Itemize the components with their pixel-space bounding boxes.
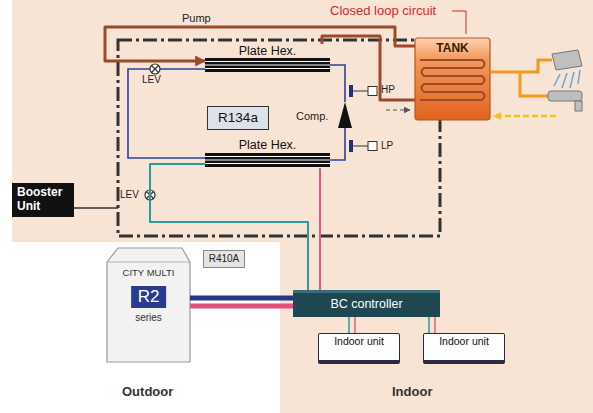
pipe-stroke [434, 317, 436, 333]
bc-controller: BC controller [293, 290, 440, 317]
node-text: Plate Hex. [239, 44, 297, 58]
pipe-stroke [348, 317, 350, 333]
outdoor-unit: CITY MULTI R2 series [107, 248, 190, 362]
pump-label: Pump [182, 12, 211, 25]
valve-label: LEV [120, 189, 139, 201]
flow-arrow [386, 109, 410, 110]
water-loop-pipe [322, 36, 415, 100]
zone-label: Indoor [392, 385, 432, 400]
sensor-label: LP [381, 140, 393, 152]
hot-water-pipe [490, 60, 552, 96]
tag-leader [74, 207, 118, 209]
pipe-stroke [190, 304, 293, 309]
node-text: Plate Hex. [239, 138, 297, 152]
indoor-unit: Indoor unit [318, 333, 400, 364]
node-text: Indoor unit [439, 335, 489, 347]
valve-label: LEV [142, 74, 161, 86]
node-text: BC controller [330, 297, 402, 311]
faucet [548, 91, 582, 111]
callout-title: Closed loop circuit [330, 4, 436, 19]
hot-water-tank: TANK [415, 38, 490, 120]
node-text: CITY MULTI [123, 268, 175, 279]
outdoor-unit-lid [107, 262, 190, 263]
cold-water-pipe [494, 115, 556, 118]
compressor-symbol [338, 102, 352, 128]
plate-stripes [205, 58, 330, 167]
indoor-ground [12, 0, 593, 413]
plate-heat-exchanger: Plate Hex. [205, 138, 330, 168]
water-loop-pipe [105, 27, 415, 61]
pipe-stroke [190, 296, 293, 301]
pipe-stroke [354, 317, 356, 333]
tank-coil [420, 60, 485, 100]
node-text: R410A [209, 253, 240, 265]
node-text: Indoor unit [334, 335, 384, 347]
refrigerant-pipe [349, 317, 355, 333]
zone-label: Outdoor [122, 385, 173, 400]
pipe-stroke [105, 27, 415, 61]
refrigerant-box: R134a [207, 106, 269, 130]
pressure-sensor [349, 85, 377, 97]
pipe-stroke [428, 317, 430, 333]
sensor-label: HP [381, 84, 395, 96]
shower-head [552, 50, 582, 88]
node-text: Booster Unit [12, 183, 74, 217]
node-text: R2 [131, 286, 167, 308]
refrigerant-tag: R410A [203, 250, 245, 268]
node-text: series [135, 312, 162, 324]
lev-valve [150, 64, 160, 74]
booster-outline [118, 40, 440, 236]
refrigerant-pipe [429, 317, 435, 333]
booster-unit: Booster UnitPlate Hex.R134aPlate Hex. [118, 40, 440, 236]
r134a-circuit [128, 65, 345, 160]
callout-leader [452, 11, 466, 34]
pipe-stroke [319, 168, 321, 290]
compressor-label: Comp. [296, 110, 328, 123]
tank-body [415, 38, 490, 120]
node-text: TANK [436, 42, 468, 56]
pressure-sensor [349, 140, 377, 152]
plate-heat-exchanger: Plate Hex. [205, 44, 330, 72]
outdoor-unit-body [107, 248, 190, 362]
refrigerant-pipe [320, 168, 321, 290]
pipe-stroke [322, 36, 415, 100]
indoor-unit: Indoor unit [423, 333, 505, 364]
refrigerant-pipe [190, 298, 293, 306]
node-text: R134a [218, 110, 258, 126]
